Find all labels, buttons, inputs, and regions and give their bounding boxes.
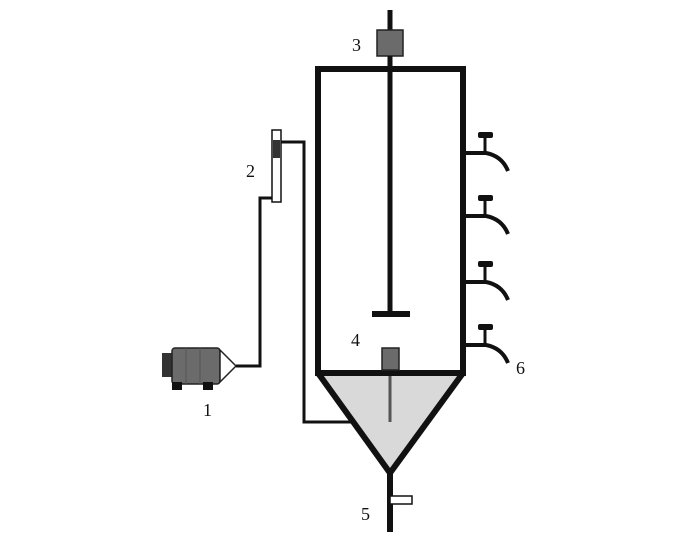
flowmeter — [271, 129, 282, 203]
air-line-pump-to-flowmeter — [236, 196, 272, 368]
label-5: 5 — [361, 504, 370, 524]
label-4: 4 — [351, 330, 360, 350]
stirrer-motor — [376, 29, 404, 57]
air-diffuser — [381, 347, 400, 371]
drain-valve — [389, 495, 413, 505]
label-6: 6 — [516, 358, 525, 378]
label-1: 1 — [203, 400, 212, 420]
air-pump — [162, 347, 238, 390]
sampling-port-2 — [463, 195, 510, 235]
label-3: 3 — [352, 35, 361, 55]
sampling-port-4 — [463, 324, 510, 364]
sampling-port-3 — [463, 261, 510, 301]
sampling-port-1 — [463, 132, 510, 172]
stirrer-paddle — [372, 311, 410, 317]
label-2: 2 — [246, 161, 255, 181]
